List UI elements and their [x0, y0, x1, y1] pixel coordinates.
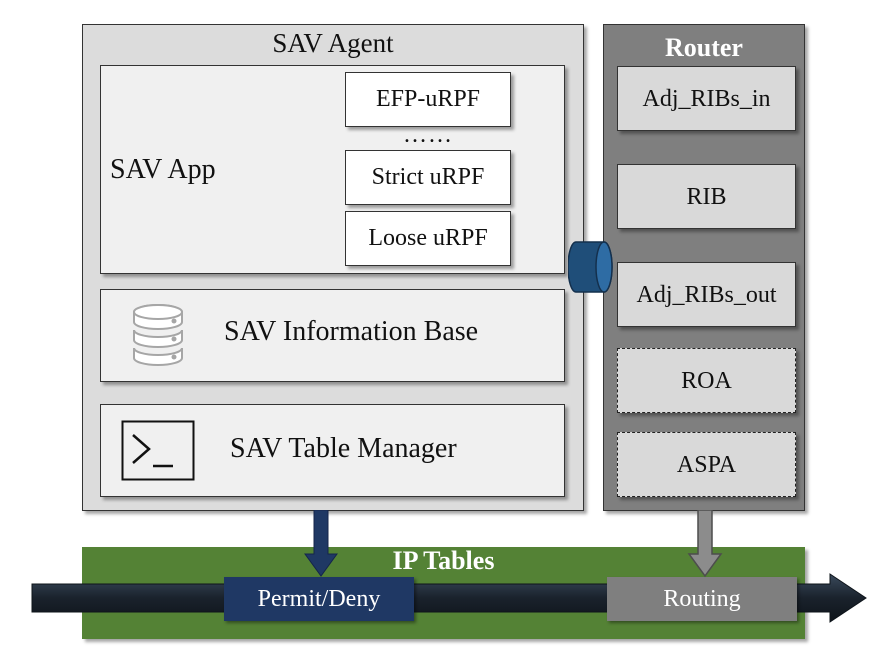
ip-tables-title: IP Tables — [392, 546, 495, 575]
sav-agent-title: SAV Agent — [272, 28, 394, 58]
sav-information-base-label: SAV Information Base — [224, 316, 479, 347]
sav-table-manager-label: SAV Table Manager — [230, 433, 457, 464]
permit-deny-box: Permit/Deny — [224, 577, 414, 621]
algorithm-efp-urpf: EFP-uRPF — [345, 72, 511, 127]
terminal-icon — [121, 420, 195, 481]
algorithm-ellipsis: …… — [403, 122, 453, 148]
algorithm-loose-urpf: Loose uRPF — [345, 211, 511, 266]
routing-box: Routing — [607, 577, 797, 621]
router-title: Router — [665, 33, 743, 62]
sav-table-manager-box — [100, 404, 565, 497]
connector-cylinder — [568, 241, 613, 293]
algorithm-strict-urpf: Strict uRPF — [345, 150, 511, 205]
agent-to-iptables-arrow — [304, 510, 338, 577]
sav-app-label: SAV App — [110, 154, 216, 185]
roa-box: ROA — [617, 348, 796, 413]
rib-box: RIB — [617, 164, 796, 229]
adj-ribs-out-box: Adj_RIBs_out — [617, 262, 796, 327]
adj-ribs-in-box: Adj_RIBs_in — [617, 66, 796, 131]
aspa-box: ASPA — [617, 432, 796, 497]
router-to-iptables-arrow — [687, 510, 723, 578]
database-icon — [133, 304, 183, 366]
